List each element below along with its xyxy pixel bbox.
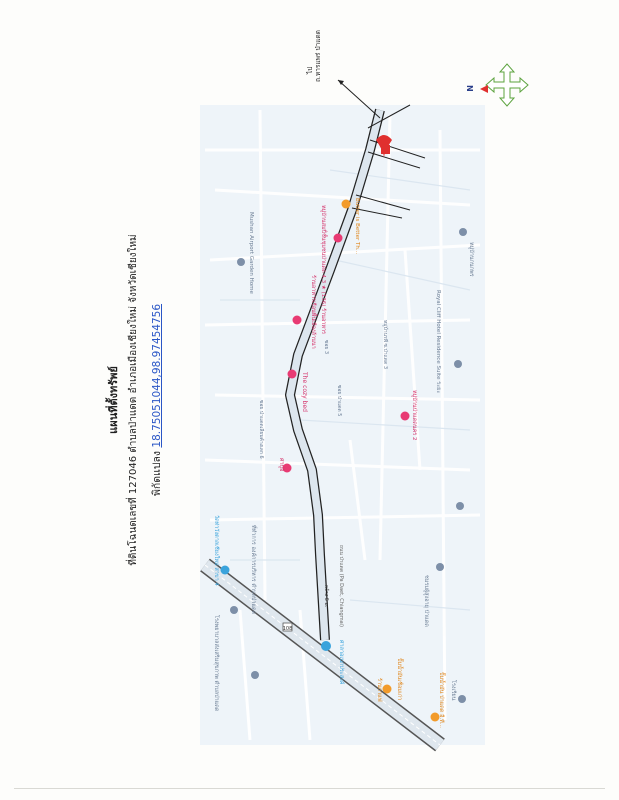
office-pin[interactable]	[321, 641, 331, 651]
highway-number: 108	[283, 626, 293, 632]
pink-pois	[282, 233, 410, 473]
office-label: ที่ทำการ องค์การบริหาร ตำบลป่าแดด	[250, 525, 258, 615]
grey-pin-low[interactable]	[436, 563, 444, 571]
tarn-pin[interactable]	[282, 463, 292, 473]
grey-pois	[230, 228, 467, 703]
hospital-label: โรงพยาบาลส่งเสริมสุขภาพ ตำบลป่าแดด	[213, 615, 221, 712]
right-top-label: หมู่บ้านกนกพร	[468, 242, 475, 277]
pink-lower-label: หมู่บ้านป่าแดดนคร 2	[411, 390, 418, 441]
scan-edge	[14, 788, 605, 789]
soi-3-lower-label: หมู่บ้านรพี ซ.ป่าแดด 3	[382, 320, 389, 369]
restaurant-pin[interactable]	[292, 315, 302, 325]
fuel-label: ปั๊มน้ำมันเชื่อมเก่า	[396, 658, 404, 700]
soi-3-upper-label: ซอย 3	[323, 340, 329, 354]
highway: 108	[200, 558, 445, 752]
blue-pois	[220, 565, 331, 651]
road-width-label: กว้าง 6 ม.	[323, 585, 330, 608]
fuel-pin[interactable]	[382, 684, 392, 694]
wat-pin[interactable]	[220, 565, 230, 575]
direction-note-2: ถ.หารแพร่ ป่าแดด	[314, 30, 322, 82]
royal-cliff-label: Royal Cliff Hotel Residence Suite ระยะ	[435, 290, 441, 393]
blue-left2-label: ชมรมผู้สูงอายุ ป่าแดด	[423, 575, 430, 627]
pink-mid-label: ร้านอาหารเรือนพื้นเมืองล้านนา	[310, 275, 318, 349]
local-streets	[204, 109, 481, 741]
butter-pin[interactable]	[341, 199, 351, 209]
access-road	[285, 104, 426, 641]
orange-label-2: ปั๊มน้ำมัน ป่าแดด อี.ที...	[438, 672, 446, 728]
orange-pois	[341, 199, 440, 722]
orange-pin-2[interactable]	[430, 712, 440, 722]
map-background	[200, 105, 485, 745]
parcel-square	[381, 145, 390, 154]
secondary-streets	[220, 169, 471, 611]
north-label: N	[465, 85, 474, 92]
wat-label: วัดท่าวังตาลเชียงใหม่ สาขา 4	[213, 515, 220, 586]
soi-6-label: ซอย ป่าแดดเลียบค้างเลก 6	[258, 400, 265, 459]
pink-lower-pin[interactable]	[400, 411, 410, 421]
blue-left-label: ศาลาอเนกประสงค์	[338, 640, 345, 685]
hospital-pin[interactable]	[230, 606, 238, 614]
compass-icon	[480, 63, 529, 107]
cozy-bed-pin[interactable]	[287, 369, 297, 379]
restaurant-top-pin[interactable]	[333, 233, 343, 243]
soi-5-label: ซอย ป่าแดด 5	[336, 385, 342, 416]
right-top-pin[interactable]	[459, 228, 467, 236]
grey-pin-mid[interactable]	[456, 502, 464, 510]
highway-shield	[282, 622, 293, 632]
grey-pin-bottom[interactable]	[458, 695, 466, 703]
direction-note-1: ไป	[306, 67, 314, 75]
road-name-label: ถนน ป่าแดด (Pa Daet, Chiangmai)	[338, 545, 344, 627]
direction-arrow	[337, 79, 381, 119]
mushan-label: Mushan Airport Garden Home	[248, 212, 254, 295]
tarn-label: ศาปู่อิ	[278, 458, 285, 471]
mushan-pin[interactable]	[237, 258, 245, 266]
restaurant-top-label: หมู่บ้านสมปี่ชั้นชุมชนป่าแดด 4.3 ★ (136)…	[320, 205, 328, 334]
cozy-bed-label: The cozy bed	[301, 371, 308, 412]
cafe-label: ร้านกาแฟ	[376, 678, 383, 702]
butter-label: Butter is Better Th...	[354, 198, 360, 254]
grey-pin-left[interactable]	[251, 671, 259, 679]
subject-property-marker[interactable]	[376, 135, 392, 158]
school-label: โรงเรียน	[450, 680, 458, 701]
royal-cliff-pin[interactable]	[454, 360, 462, 368]
